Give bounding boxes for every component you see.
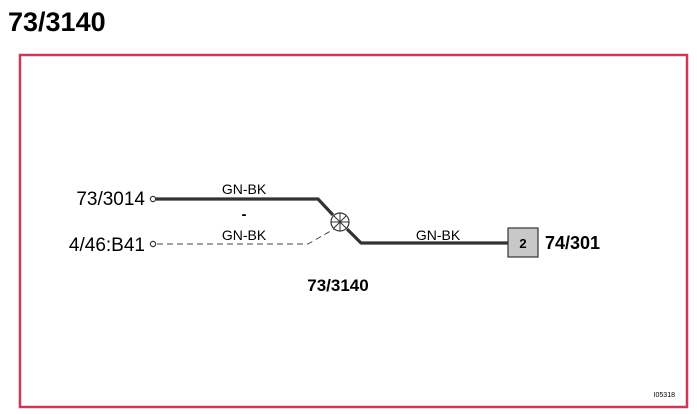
terminal-dot-bottom: [149, 240, 157, 248]
figure-ref: I05318: [654, 392, 676, 399]
wire-top: [156, 197, 335, 217]
connector-box: [507, 227, 539, 258]
connector-pin: 2: [519, 236, 526, 251]
terminal-label-4-46-b41: 4/46:B41: [69, 235, 145, 256]
page-title: 73/3140: [8, 7, 106, 37]
splice-circle-icon: [330, 212, 350, 232]
wire-top-color-code: GN-BK: [222, 181, 267, 197]
terminal-label-73-3014: 73/3014: [76, 189, 145, 210]
wire-bottom: [157, 228, 335, 245]
connector-label: 74/301: [545, 233, 600, 253]
terminal-dot-top: [149, 195, 157, 203]
splice-label: 73/3140: [307, 276, 368, 295]
wire-bottom-color-code: GN-BK: [222, 227, 267, 243]
wire-separator: -: [242, 206, 247, 223]
diagram-frame: [18, 53, 689, 409]
wire-output: [345, 227, 508, 245]
wire-output-color-code: GN-BK: [416, 227, 461, 243]
